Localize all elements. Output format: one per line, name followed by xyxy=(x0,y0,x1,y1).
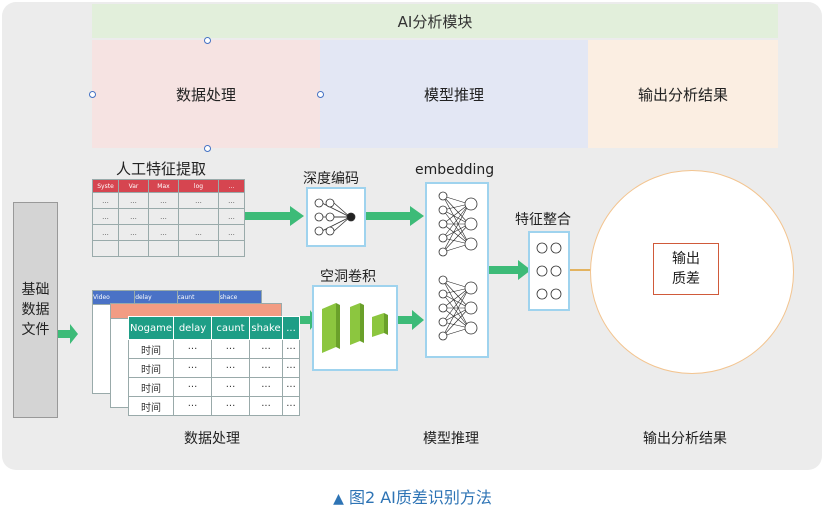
section-inference-label: 模型推理 xyxy=(423,85,484,104)
triangle-icon: ▲ xyxy=(333,491,344,507)
mf-cell: ... xyxy=(118,208,149,225)
base-data-label-3: 文件 xyxy=(21,322,50,338)
mf-cell: ... xyxy=(118,192,149,209)
selection-handle-right[interactable] xyxy=(317,91,324,98)
base-data-label-1: 基础 xyxy=(21,282,50,298)
feature-merge-box xyxy=(528,231,570,311)
data-cell: ··· xyxy=(282,396,300,416)
data-cell: ··· xyxy=(211,396,250,416)
data-cell: ··· xyxy=(249,396,283,416)
dilated-conv-box xyxy=(312,285,398,371)
neural-network-icon xyxy=(438,191,478,341)
figure-caption: ▲ 图2 AI质差识别方法 xyxy=(0,484,825,508)
mf-header: log xyxy=(178,179,219,193)
data-cell: ··· xyxy=(282,377,300,397)
selection-handle-top[interactable] xyxy=(204,37,211,44)
mf-cell xyxy=(178,208,219,225)
bottom-label-inference: 模型推理 xyxy=(423,431,479,447)
data-cell: 时间 xyxy=(128,339,174,359)
mf-cell xyxy=(148,240,179,257)
mf-cell: ... xyxy=(178,192,219,209)
data-cell: ··· xyxy=(211,377,250,397)
embedding-label: embedding xyxy=(415,162,495,178)
feature-merge-label: 特征整合 xyxy=(515,212,571,228)
section-processing-label: 数据处理 xyxy=(175,85,236,104)
caption-text: 图2 AI质差识别方法 xyxy=(348,488,492,507)
data-cell: ··· xyxy=(282,339,300,359)
mf-cell xyxy=(218,240,245,257)
mf-cell: ... xyxy=(118,224,149,241)
mf-cell: ... xyxy=(148,224,179,241)
mf-cell xyxy=(118,240,149,257)
video-table-header: delay xyxy=(134,290,178,305)
mf-cell: ... xyxy=(148,208,179,225)
conv-layers-icon xyxy=(322,303,388,353)
mf-cell xyxy=(178,240,219,257)
bottom-label-processing: 数据处理 xyxy=(184,431,240,447)
arrow-depth-to-embedding xyxy=(365,206,424,226)
dilated-conv-label: 空洞卷积 xyxy=(320,269,376,285)
ai-module-title: AI分析模块 xyxy=(397,12,473,31)
section-model-inference: 模型推理 xyxy=(320,40,588,148)
data-table-header: ... xyxy=(282,316,300,340)
data-cell: ··· xyxy=(173,396,212,416)
output-quality-box: 输出质差 xyxy=(653,243,719,295)
bottom-label-output: 输出分析结果 xyxy=(643,431,727,447)
data-cell: ··· xyxy=(282,358,300,378)
autoencoder-icon xyxy=(314,198,356,236)
section-data-processing[interactable]: 数据处理 xyxy=(92,40,320,148)
section-output-results: 输出分析结果 xyxy=(588,40,778,148)
mf-cell: ... xyxy=(178,224,219,241)
data-cell: ··· xyxy=(249,377,283,397)
video-table-header: Video xyxy=(91,290,136,305)
data-cell: 时间 xyxy=(128,396,174,416)
mf-cell: ... xyxy=(218,192,245,209)
selection-handle-bottom[interactable] xyxy=(204,145,211,152)
video-table-header: shace xyxy=(218,290,263,305)
mf-cell: ... xyxy=(218,224,245,241)
merged-nodes-icon xyxy=(536,242,562,300)
data-cell: 时间 xyxy=(128,377,174,397)
arrow-manual-to-depth xyxy=(244,206,304,226)
data-cell: ··· xyxy=(249,339,283,359)
arrow-left-to-tables xyxy=(57,324,78,344)
data-cell: ··· xyxy=(211,339,250,359)
mf-header: Syste xyxy=(92,179,119,193)
base-data-files-box: 基础数据文件 xyxy=(13,202,58,418)
data-table-header: shake xyxy=(249,316,283,340)
output-line-1: 输出 xyxy=(672,251,700,267)
mf-cell: ... xyxy=(92,192,119,209)
output-line-2: 质差 xyxy=(672,271,700,287)
mf-cell xyxy=(92,240,119,257)
selection-handle-left[interactable] xyxy=(89,91,96,98)
mf-header: Var xyxy=(118,179,149,193)
ai-module-header: AI分析模块 xyxy=(92,4,778,38)
depth-encode-label: 深度编码 xyxy=(303,171,359,187)
embedding-box xyxy=(425,182,489,358)
mf-cell: ... xyxy=(92,208,119,225)
section-output-label: 输出分析结果 xyxy=(637,85,728,104)
data-cell: ··· xyxy=(173,358,212,378)
mf-cell: ... xyxy=(92,224,119,241)
data-cell: ··· xyxy=(173,377,212,397)
data-cell: ··· xyxy=(173,339,212,359)
data-cell: 时间 xyxy=(128,358,174,378)
data-table-header: Nogame xyxy=(128,316,174,340)
mf-header: Max xyxy=(148,179,179,193)
data-cell: ··· xyxy=(211,358,250,378)
mf-cell: ... xyxy=(148,192,179,209)
mf-cell: ... xyxy=(218,208,245,225)
arrow-embedding-to-merge xyxy=(487,260,531,280)
data-table-header: caunt xyxy=(211,316,250,340)
base-data-label-2: 数据 xyxy=(21,302,50,318)
arrow-conv-to-embedding xyxy=(396,310,424,330)
data-cell: ··· xyxy=(249,358,283,378)
mf-header: ... xyxy=(218,179,245,193)
data-table-header: delay xyxy=(173,316,212,340)
manual-features-title: 人工特征提取 xyxy=(116,160,207,178)
depth-encode-box xyxy=(306,187,366,247)
